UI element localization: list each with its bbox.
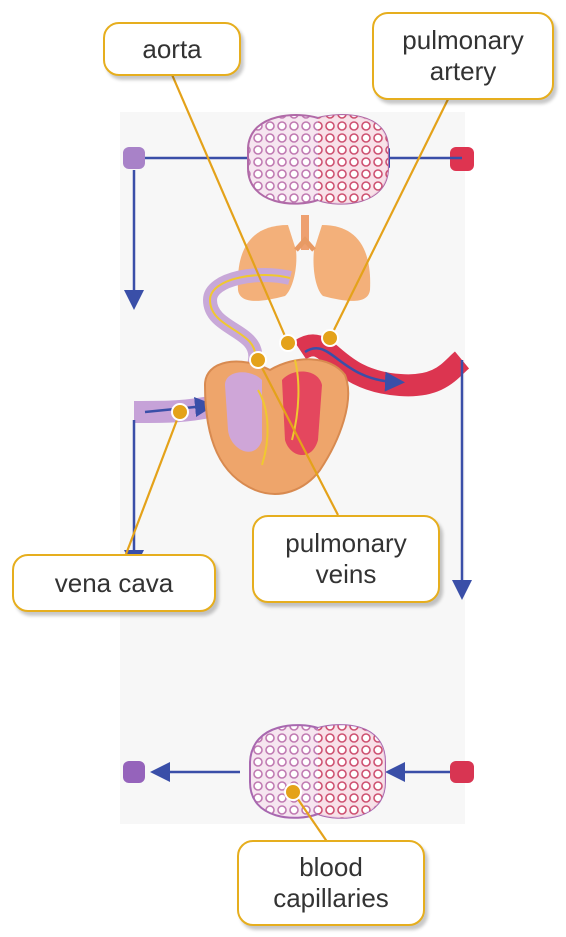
blood-capillaries-label-line-2: capillaries [273,883,389,914]
aorta-pointer-dot [280,335,296,351]
pulmonary-veins-label: pulmonary veins [252,515,440,603]
pulmonary-artery-label-line-2: artery [430,56,496,87]
pulmonary-artery-pointer-dot [322,330,338,346]
pulmonary-artery-label-line-1: pulmonary [402,25,523,56]
capillaries-pointer-dot [285,784,301,800]
bottom-capillary-bed [250,725,385,818]
vena-cava-pointer-dot [172,404,188,420]
aorta-label-text: aorta [142,34,201,65]
blood-capillaries-label-line-1: blood [299,852,363,883]
vena-cava-label: vena cava [12,554,216,612]
vena-cava-label-text: vena cava [55,568,174,599]
pulmonary-veins-label-line-2: veins [316,559,377,590]
blood-capillaries-label: blood capillaries [237,840,425,926]
pulmonary-veins-pointer-dot [250,352,266,368]
pulmonary-artery-label: pulmonary artery [372,12,554,100]
aorta-label: aorta [103,22,241,76]
pulmonary-veins-label-line-1: pulmonary [285,528,406,559]
top-capillary-bed [248,115,388,204]
